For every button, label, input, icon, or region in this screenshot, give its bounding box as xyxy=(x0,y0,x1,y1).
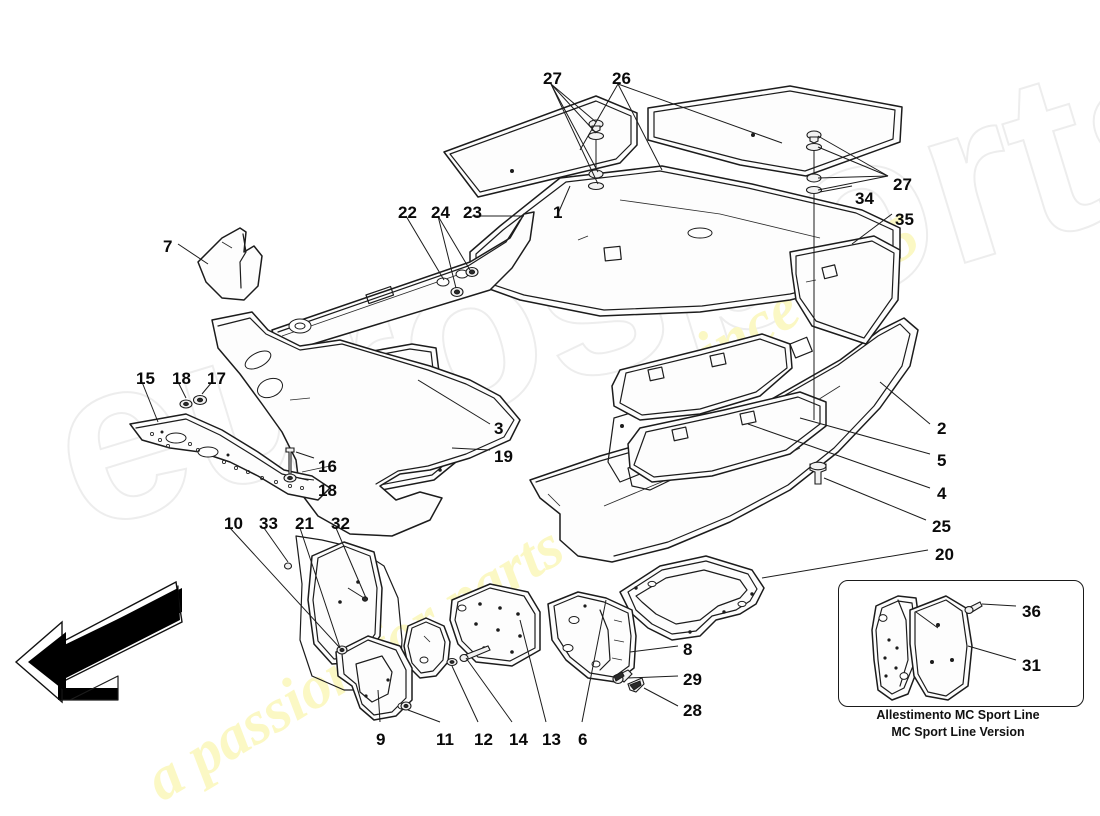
part-32-pin xyxy=(347,587,369,602)
callout-number-29: 29 xyxy=(683,670,702,689)
callout-number-1: 1 xyxy=(553,203,563,222)
part-24-fastener-b xyxy=(465,266,479,278)
part-27-fastener-stack-right xyxy=(805,130,823,420)
part-29-screw xyxy=(612,669,633,685)
callout-number-13: 13 xyxy=(542,730,561,749)
part-36-screw xyxy=(964,601,983,614)
callout-number-27: 27 xyxy=(893,175,912,194)
callout-number-12: 12 xyxy=(474,730,493,749)
callout-number-10: 10 xyxy=(224,514,243,533)
part-6-bracket-panel xyxy=(449,583,541,667)
callout-number-27: 27 xyxy=(543,69,562,88)
callout-number-8: 8 xyxy=(683,640,693,659)
part-34-rear-crossmember-trim xyxy=(611,333,793,421)
callout-number-25: 25 xyxy=(932,517,951,536)
part-28-plug xyxy=(627,677,645,693)
callout-number-15: 15 xyxy=(136,369,155,388)
inset-caption-line-1: Allestimento MC Sport Line xyxy=(876,708,1040,722)
callout-number-23: 23 xyxy=(463,203,482,222)
callout-number-32: 32 xyxy=(331,514,350,533)
part-20-seat-support-frame xyxy=(619,555,765,641)
part-12-washer xyxy=(446,657,458,667)
callout-number-34: 34 xyxy=(855,189,874,208)
part-35-rear-trim-panel xyxy=(789,235,901,345)
leader-lines xyxy=(141,83,931,723)
part-18-washer-lower xyxy=(283,473,297,483)
part-8-side-bracket xyxy=(547,591,637,683)
part-9-lower-trim-panel xyxy=(335,635,413,721)
callout-number-35: 35 xyxy=(895,210,914,229)
inset-caption-line-2: MC Sport Line Version xyxy=(891,725,1025,739)
callout-number-2: 2 xyxy=(937,419,947,438)
callout-number-7: 7 xyxy=(163,237,173,256)
part-35b-rear-panel-lower xyxy=(627,391,827,483)
part-7-corner-trim-panel xyxy=(197,227,263,301)
part-24-fastener-a xyxy=(450,286,464,298)
inset-callout-number-36: 36 xyxy=(1022,602,1041,621)
callout-number-26: 26 xyxy=(612,69,631,88)
part-14-screw xyxy=(459,645,491,663)
part-4-clip xyxy=(809,461,827,485)
part-33-fastener xyxy=(283,562,293,570)
direction-of-travel-arrow xyxy=(14,580,183,704)
mc-sport-line-inset-box xyxy=(838,580,1084,707)
part-11-grommet xyxy=(400,701,412,711)
callout-number-19: 19 xyxy=(494,447,513,466)
callout-number-18: 18 xyxy=(172,369,191,388)
callout-number-33: 33 xyxy=(259,514,278,533)
part-26-rear-floor-mat-right xyxy=(647,85,903,177)
callout-number-28: 28 xyxy=(683,701,702,720)
callout-number-3: 3 xyxy=(494,419,504,438)
callout-number-20: 20 xyxy=(935,545,954,564)
callout-number-11: 11 xyxy=(436,730,454,749)
inset-artwork xyxy=(871,595,1017,701)
inset-callout-number-31: 31 xyxy=(1022,656,1041,675)
callout-number-16: 16 xyxy=(318,457,337,476)
callout-number-6: 6 xyxy=(578,730,588,749)
callout-number-17: 17 xyxy=(207,369,226,388)
part-18-washer-upper xyxy=(179,399,193,409)
callout-number-9: 9 xyxy=(376,730,386,749)
part-17-nut xyxy=(192,394,208,406)
callout-number-4: 4 xyxy=(937,484,947,503)
callout-number-24: 24 xyxy=(431,203,450,222)
part-25-clip-detail xyxy=(791,447,801,453)
callout-number-21: 21 xyxy=(295,514,314,533)
part-27-fastener-stack-left xyxy=(587,119,605,191)
callout-number-14: 14 xyxy=(509,730,528,749)
callout-number-5: 5 xyxy=(937,451,947,470)
callout-number-18: 18 xyxy=(318,481,337,500)
callout-number-22: 22 xyxy=(398,203,417,222)
part-26-rear-floor-mat-left xyxy=(443,95,638,198)
